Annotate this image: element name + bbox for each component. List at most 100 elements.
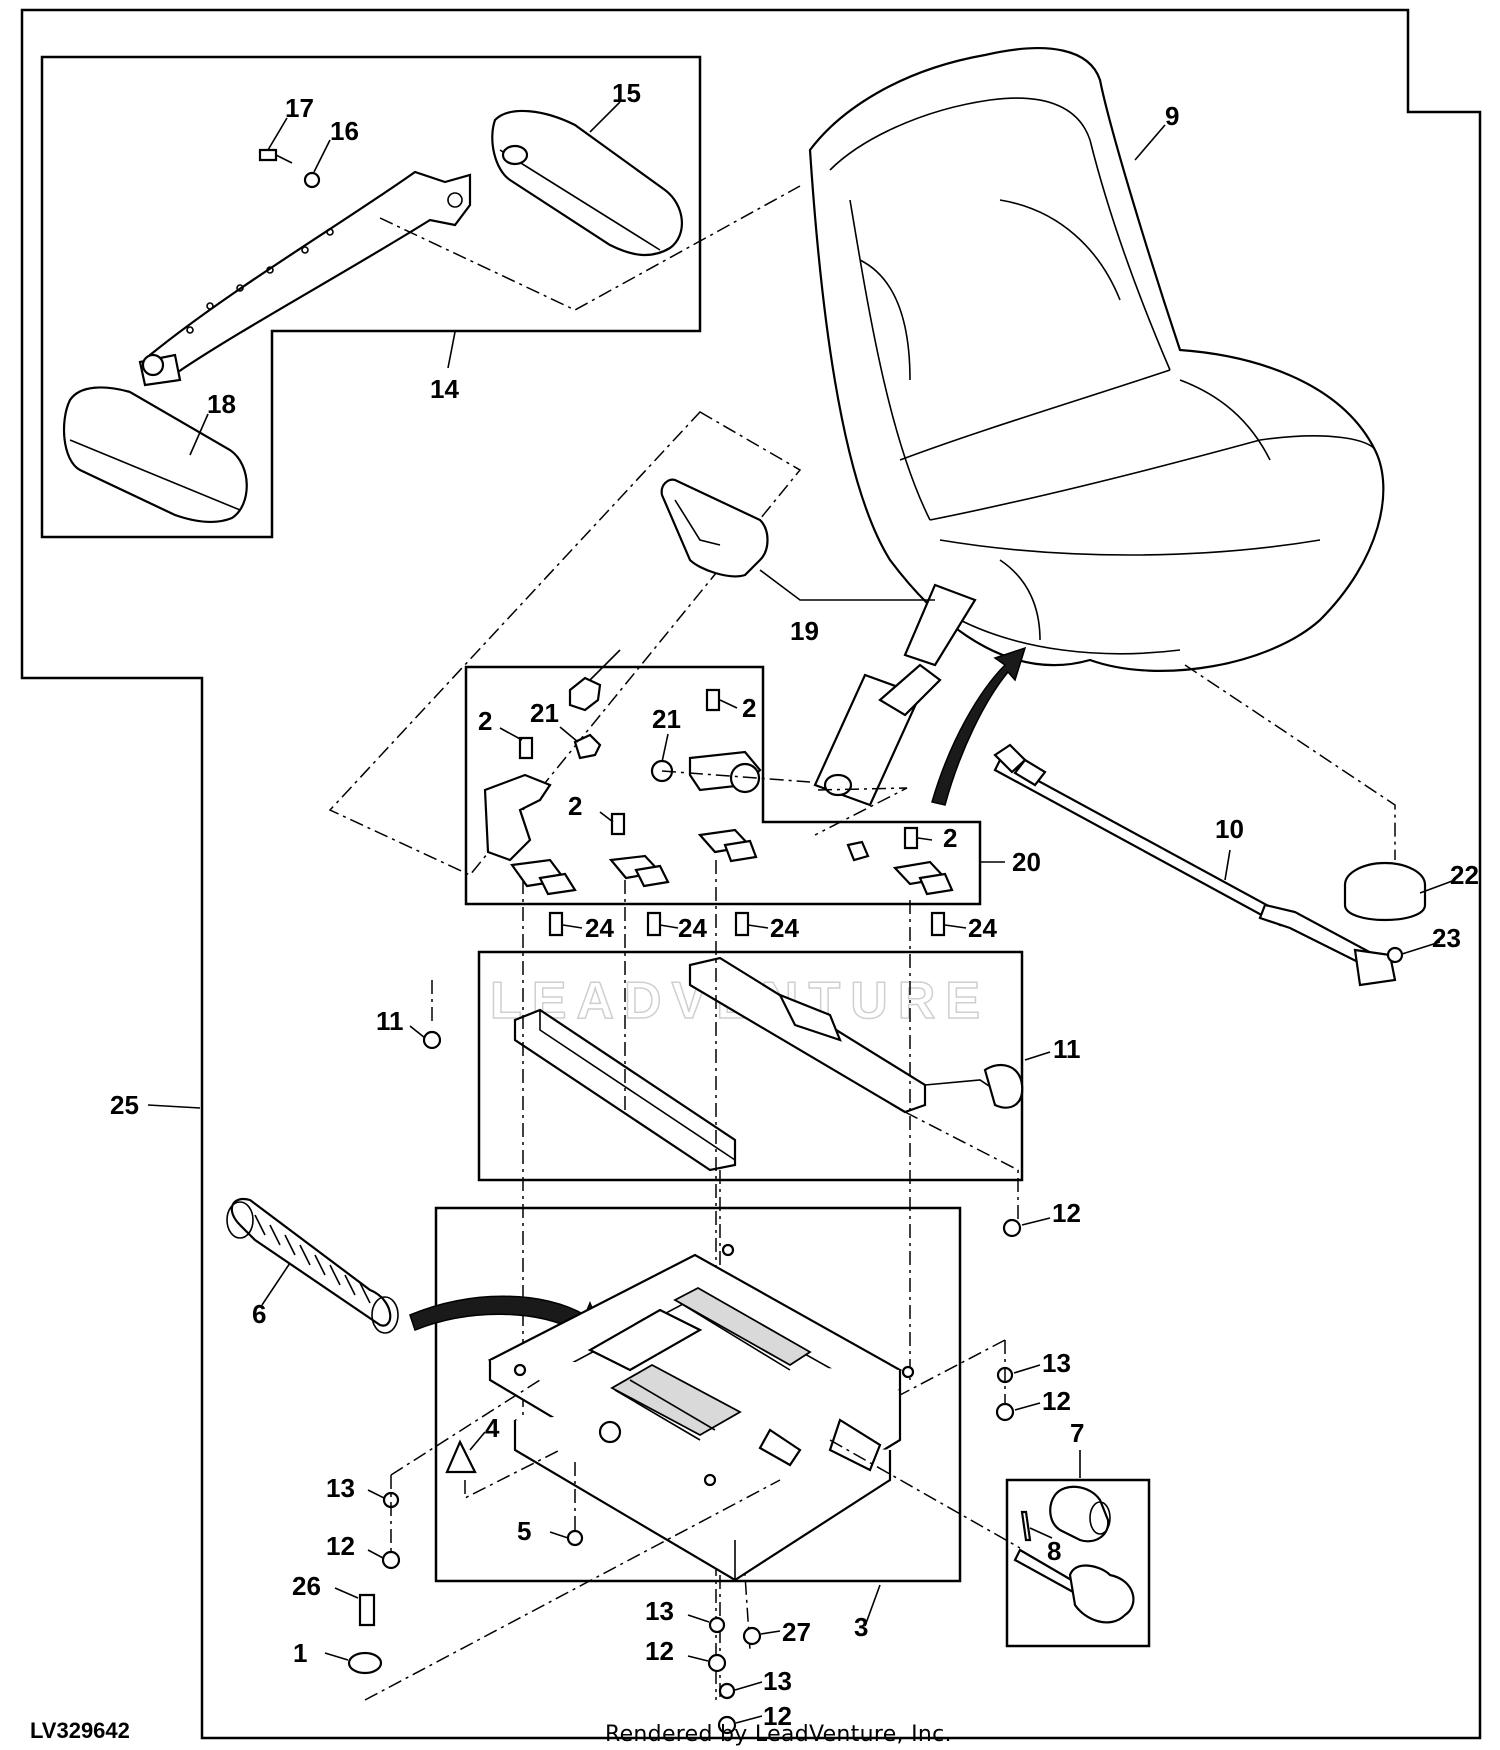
seat-switch-harness <box>993 743 1397 987</box>
stud-23 <box>846 840 870 862</box>
leader-17 <box>267 117 288 151</box>
nut-12-left <box>381 1550 401 1570</box>
callout-12a: 12 <box>1052 1198 1081 1228</box>
callout-27: 27 <box>782 1617 811 1647</box>
right-fastener-line <box>899 1339 1006 1405</box>
callout-14: 14 <box>430 374 459 404</box>
callout-4: 4 <box>485 1413 500 1443</box>
callout-12e: 12 <box>763 1701 792 1731</box>
left-fastener-line <box>390 1379 541 1555</box>
nut-12-right-lower <box>995 1402 1015 1422</box>
slide-rail-right <box>688 956 927 1114</box>
bolt-21-left <box>568 649 621 712</box>
leader-21a <box>559 726 579 743</box>
callout-17: 17 <box>285 93 314 123</box>
leader-12b <box>367 1549 384 1559</box>
reference-code: LV329642 <box>30 1718 130 1743</box>
screw-23 <box>1386 946 1404 964</box>
leader-10 <box>1224 849 1231 881</box>
leader-13a <box>367 1489 385 1499</box>
leader-9 <box>1134 124 1166 161</box>
armrest-mounting-arm <box>138 170 472 387</box>
nut-21-left <box>573 733 602 760</box>
belt-outline-dashed <box>328 411 802 876</box>
leader-12a <box>1021 1217 1051 1226</box>
washer-1 <box>347 1651 383 1675</box>
callout-2c: 2 <box>568 791 582 821</box>
leader-14 <box>447 331 456 369</box>
callout-3: 3 <box>854 1612 868 1642</box>
armrest-assembly-box <box>40 55 702 539</box>
leader-24b <box>659 924 679 929</box>
belt-mount-dashed <box>814 787 908 836</box>
leader-26 <box>334 1587 359 1599</box>
adjuster-knob <box>1049 1485 1111 1543</box>
callout-24d: 24 <box>968 913 997 943</box>
callout-22: 22 <box>1450 860 1479 890</box>
callout-6: 6 <box>252 1299 266 1329</box>
callout-24b: 24 <box>678 913 707 943</box>
callout-24c: 24 <box>770 913 799 943</box>
callout-9: 9 <box>1165 101 1179 131</box>
suspension-spring <box>226 1197 399 1334</box>
rail-right-to-nut-line <box>904 1111 1019 1220</box>
adjuster-handle <box>1013 1548 1135 1624</box>
leader-24d <box>944 924 967 929</box>
leader-6 <box>261 1262 291 1306</box>
leader-1 <box>324 1652 349 1661</box>
pin-stub <box>141 353 165 377</box>
mount-plates <box>510 828 954 896</box>
arm-to-seat-line <box>379 185 801 311</box>
armrest-washer-16 <box>303 171 321 189</box>
leader-2c <box>599 811 614 823</box>
callout-5: 5 <box>517 1516 531 1546</box>
washer-13-bottom-a <box>708 1616 726 1634</box>
leader-13c <box>687 1614 710 1623</box>
callout-25: 25 <box>110 1090 139 1120</box>
callout-7: 7 <box>1070 1418 1084 1448</box>
suspension-box <box>434 1206 962 1583</box>
leader-12c <box>1014 1402 1041 1411</box>
align-line-6 <box>739 1499 751 1651</box>
spring-pin-8 <box>1020 1510 1032 1542</box>
slide-release-lever <box>924 1063 1024 1109</box>
footer-credit: Rendered by LeadVenture, Inc. <box>605 1722 952 1747</box>
leader-2b <box>719 699 738 709</box>
callout-2d: 2 <box>943 823 957 853</box>
leader-21b <box>661 733 669 763</box>
nut-11-left <box>422 1030 442 1050</box>
install-arrow-seat <box>931 646 1027 806</box>
callout-13a: 13 <box>326 1473 355 1503</box>
harness-to-seat-line <box>1184 664 1396 860</box>
leader-2d <box>917 837 933 841</box>
seat-switch-22 <box>1343 861 1427 921</box>
leader-13b <box>1013 1364 1041 1374</box>
leader-24a <box>562 924 583 929</box>
washer-13-bottom-b <box>718 1682 736 1700</box>
callout-10: 10 <box>1215 814 1244 844</box>
leader-12e <box>735 1715 763 1724</box>
adjuster-knob-box <box>1005 1478 1151 1648</box>
nut-5 <box>566 1529 584 1547</box>
leader-24c <box>747 924 769 929</box>
callout-2b: 2 <box>742 693 756 723</box>
callout-21a: 21 <box>530 698 559 728</box>
leader-12d <box>687 1655 709 1662</box>
armrest-bolt-17 <box>258 148 293 164</box>
seat-belt-strap-with-tongue <box>813 583 977 807</box>
callout-24a: 24 <box>585 913 614 943</box>
leader-2a <box>499 727 523 741</box>
leader-15 <box>589 101 621 133</box>
leader-5 <box>549 1531 569 1539</box>
seat-cushion <box>808 47 1385 672</box>
nut-12-bottom-b <box>717 1715 737 1735</box>
callout-13d: 13 <box>763 1666 792 1696</box>
callout-2a: 2 <box>478 706 492 736</box>
group-boundary-25 <box>20 8 1482 1740</box>
bracket-assembly-box <box>464 665 982 906</box>
callout-1: 1 <box>293 1638 307 1668</box>
bolt-26 <box>358 1593 376 1627</box>
leader-13d <box>734 1681 763 1691</box>
bolts-24 <box>548 911 946 937</box>
adjuster-shaft-line <box>829 1439 1021 1549</box>
